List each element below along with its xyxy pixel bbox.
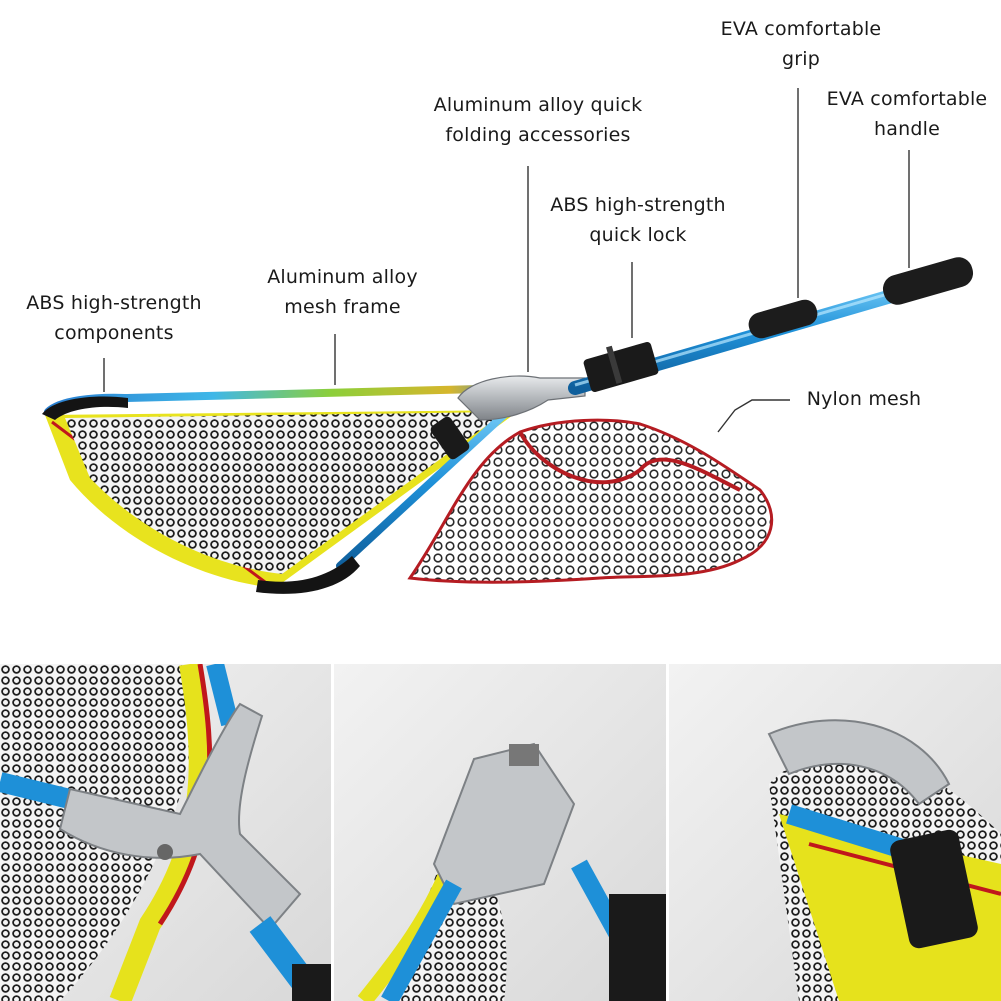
detail-photo-folding-joint-closed [669, 664, 1001, 1001]
quick-lock [583, 341, 659, 393]
abs-corner-left [42, 396, 128, 420]
detail-photo-folding-joint-open [0, 664, 331, 1001]
mesh-frame-side [336, 396, 524, 570]
callout-nylon-mesh: Nylon mesh [806, 388, 922, 410]
folding-head [457, 375, 586, 421]
leader-lines [103, 88, 910, 433]
eva-grip [748, 299, 818, 339]
eva-handle [882, 257, 974, 305]
detail-photo-folding-joint-half [334, 664, 666, 1001]
abs-corner-bottom [256, 556, 360, 594]
landing-net-illustration [42, 88, 974, 594]
net-mesh [65, 412, 505, 574]
